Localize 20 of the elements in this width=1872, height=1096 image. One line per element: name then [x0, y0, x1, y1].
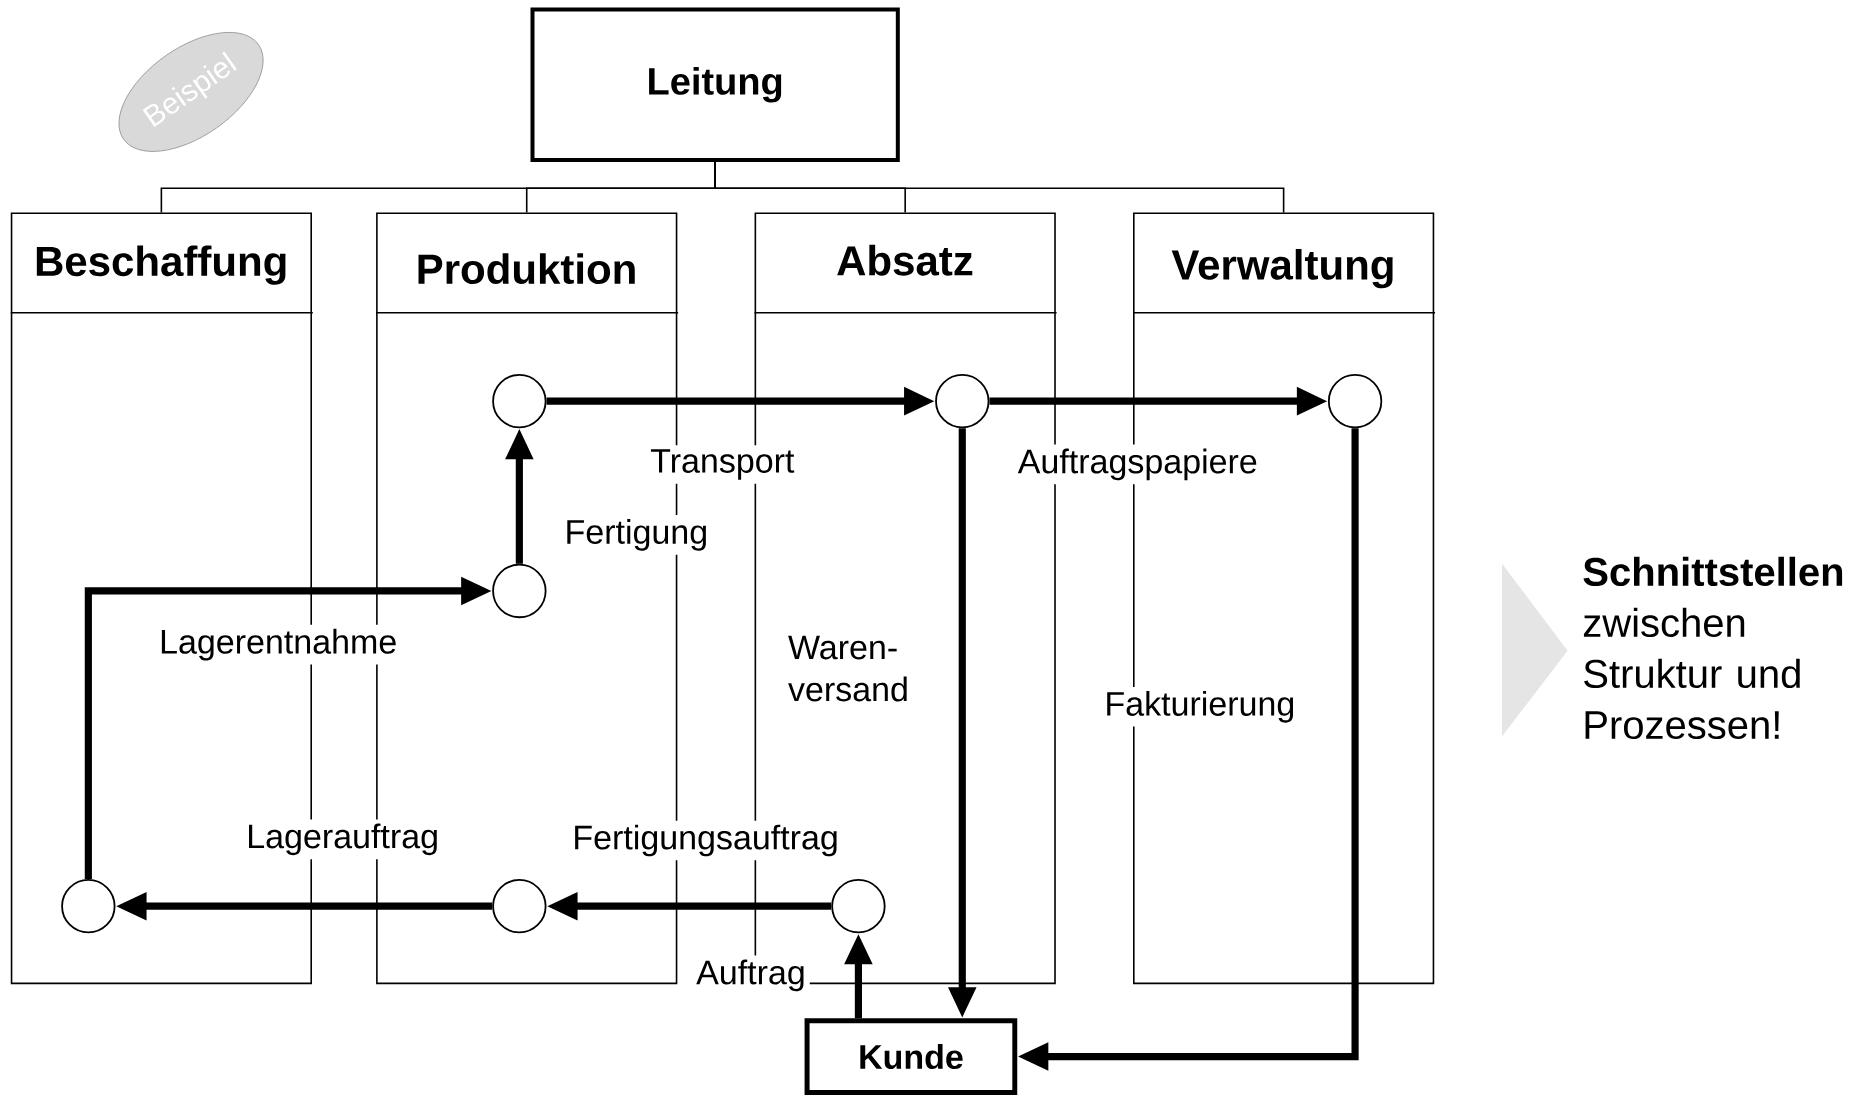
- edge-label: Waren- versand: [783, 631, 924, 706]
- circle: [831, 879, 886, 934]
- connector-line: [714, 161, 1285, 214]
- circle: [492, 879, 547, 934]
- edge-label: Fertigungsauftrag: [568, 820, 843, 861]
- circle: [61, 879, 116, 934]
- edge-label: Fakturierung: [1100, 686, 1300, 727]
- edge-label: Lagerentnahme: [155, 624, 402, 665]
- customer-box: Kunde: [804, 1018, 1018, 1095]
- circle: [492, 374, 547, 429]
- circle: [492, 563, 547, 619]
- edge-label: Auftrag: [692, 955, 810, 996]
- circle: [1327, 374, 1383, 429]
- circle: [935, 374, 990, 429]
- edge-label: Transport: [646, 445, 799, 484]
- edge-label: Lagerauftrag: [242, 819, 444, 860]
- edge-label: Auftragspapiere: [1013, 444, 1262, 485]
- edge-label: Fertigung: [560, 515, 713, 555]
- leitung-box: Leitung: [530, 7, 900, 162]
- note-text: Schnittstellen zwischen Struktur und Prozessen!: [1583, 556, 1843, 740]
